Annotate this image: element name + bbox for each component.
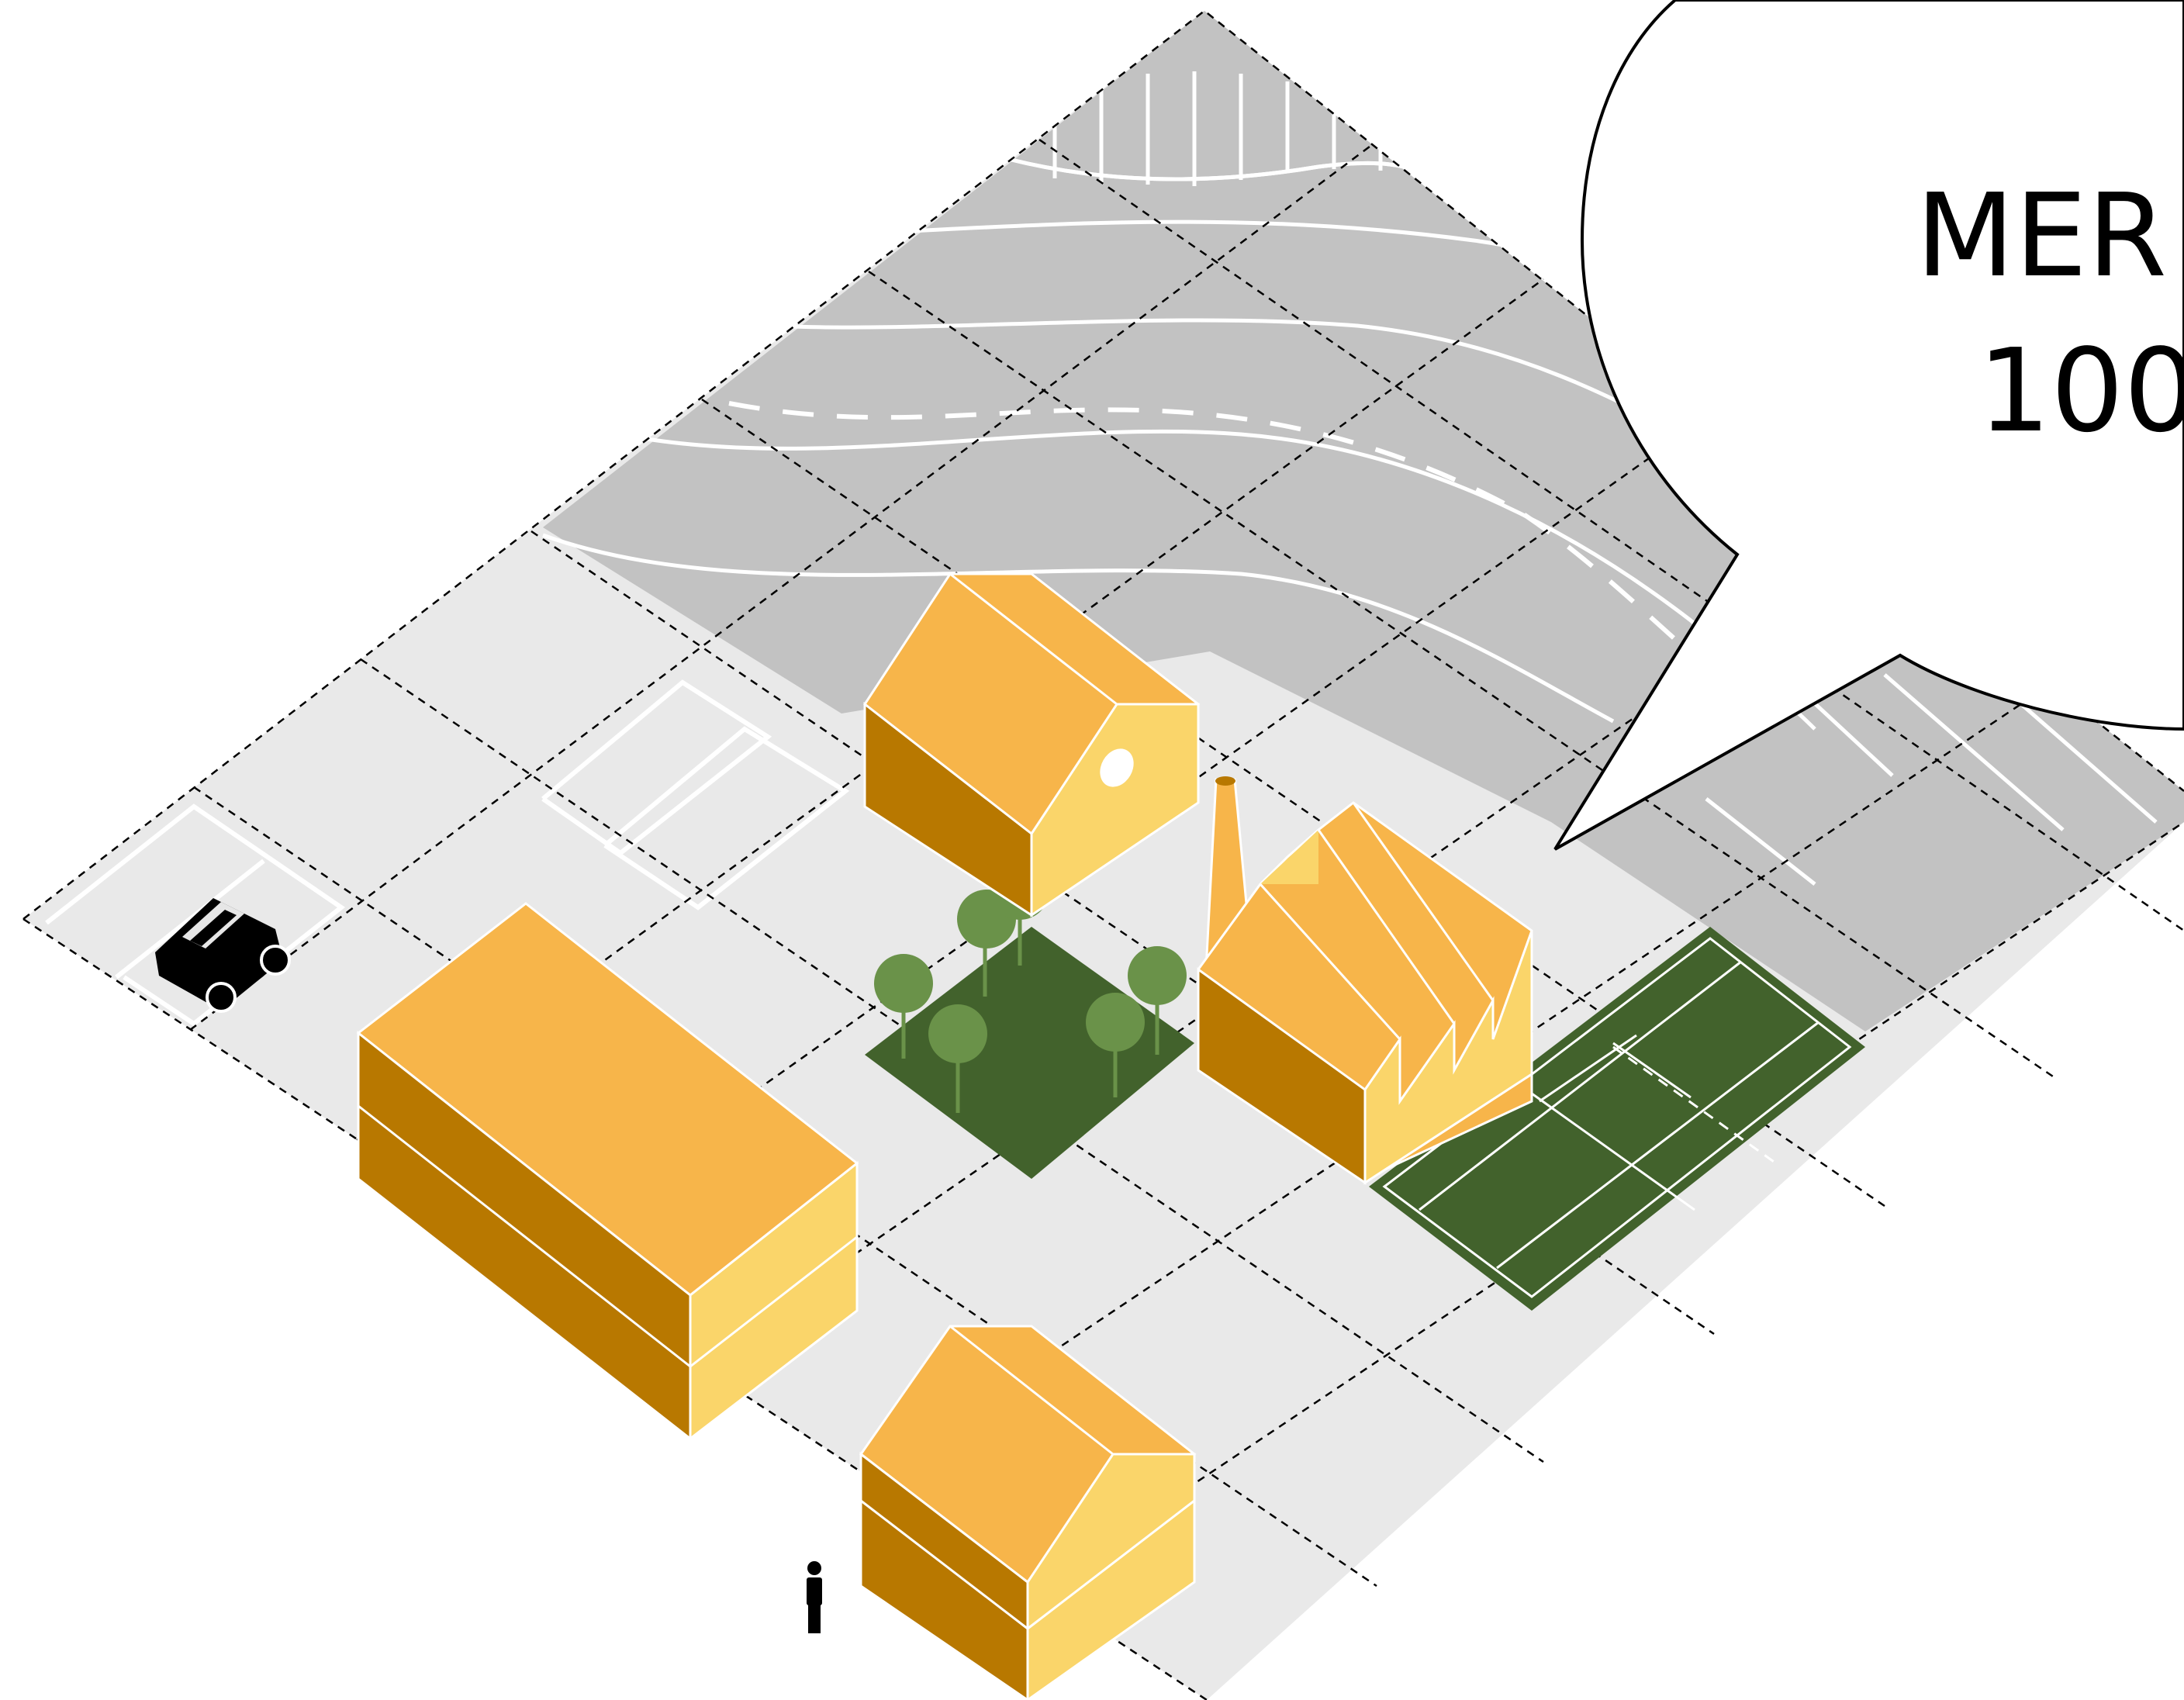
person-icon: [807, 1561, 822, 1633]
bubble-line-2: 100: [1978, 324, 2184, 458]
bubble-line-1: MER: [1916, 169, 2167, 302]
